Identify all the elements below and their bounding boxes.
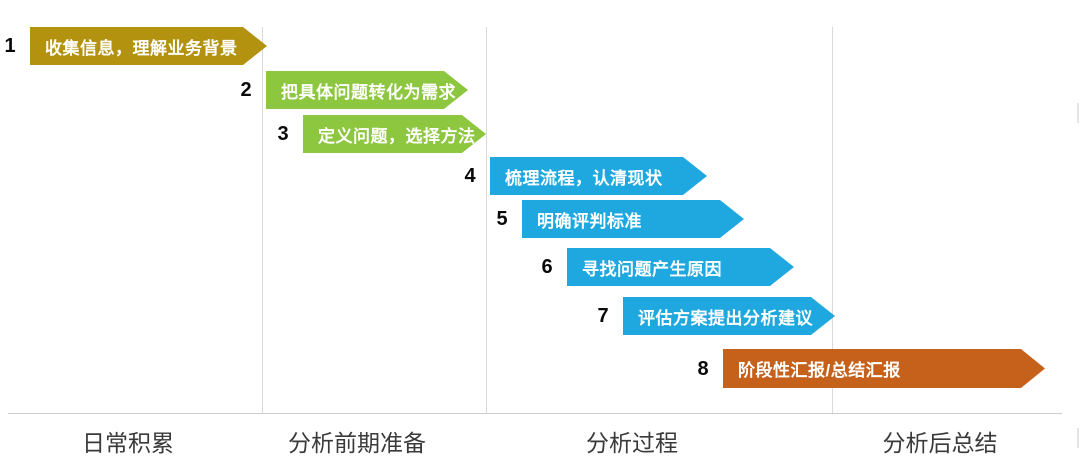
phase-label: 分析前期准备 (288, 430, 426, 456)
step-row: 7 评估方案提出分析建议 (597, 297, 835, 335)
phase-divider-line (832, 27, 833, 413)
phase-axis-baseline (8, 413, 1062, 414)
step-number: 8 (697, 357, 709, 380)
step-label: 明确评判标准 (537, 211, 642, 231)
step-arrow-bar: 阶段性汇报/总结汇报 (723, 349, 1045, 388)
step-label: 收集信息，理解业务背景 (45, 38, 238, 58)
step-arrow-bar: 收集信息，理解业务背景 (30, 27, 267, 65)
phase-divider-line (486, 27, 487, 413)
step-number: 2 (240, 79, 252, 101)
phase-divider-line (262, 27, 263, 413)
step-label: 定义问题，选择方法 (318, 126, 476, 146)
step-arrow-bar: 梳理流程，认清现状 (490, 157, 707, 195)
step-label: 阶段性汇报/总结汇报 (738, 361, 901, 380)
step-row: 6 寻找问题产生原因 (541, 248, 794, 286)
phase-label: 分析后总结 (882, 430, 998, 456)
step-number: 7 (597, 305, 609, 327)
step-row: 4 梳理流程，认清现状 (464, 157, 707, 195)
step-label: 评估方案提出分析建议 (638, 308, 813, 328)
step-arrow-bar: 把具体问题转化为需求 (266, 71, 468, 109)
step-row: 3 定义问题，选择方法 (277, 115, 486, 153)
step-number: 4 (464, 165, 476, 187)
phase-label: 日常积累 (82, 430, 174, 456)
step-row: 5 明确评判标准 (496, 200, 744, 238)
step-number: 6 (541, 256, 553, 278)
step-number: 3 (277, 123, 289, 145)
step-arrow-bar: 评估方案提出分析建议 (623, 297, 835, 335)
step-label: 梳理流程，认清现状 (505, 168, 663, 188)
step-arrow-bar: 明确评判标准 (522, 200, 744, 238)
edge-artifact-tick (1077, 428, 1079, 448)
step-label: 寻找问题产生原因 (582, 259, 722, 279)
step-row: 8 阶段性汇报/总结汇报 (697, 349, 1045, 388)
step-arrow-bar: 寻找问题产生原因 (567, 248, 794, 286)
step-label: 把具体问题转化为需求 (281, 82, 456, 102)
phase-label: 分析过程 (586, 430, 678, 456)
step-arrow-bar: 定义问题，选择方法 (303, 115, 486, 153)
step-number: 5 (496, 208, 508, 230)
step-row: 2 把具体问题转化为需求 (240, 71, 468, 109)
step-number: 1 (4, 35, 16, 57)
edge-artifact-tick (1077, 103, 1079, 123)
step-row: 1 收集信息，理解业务背景 (4, 27, 267, 65)
